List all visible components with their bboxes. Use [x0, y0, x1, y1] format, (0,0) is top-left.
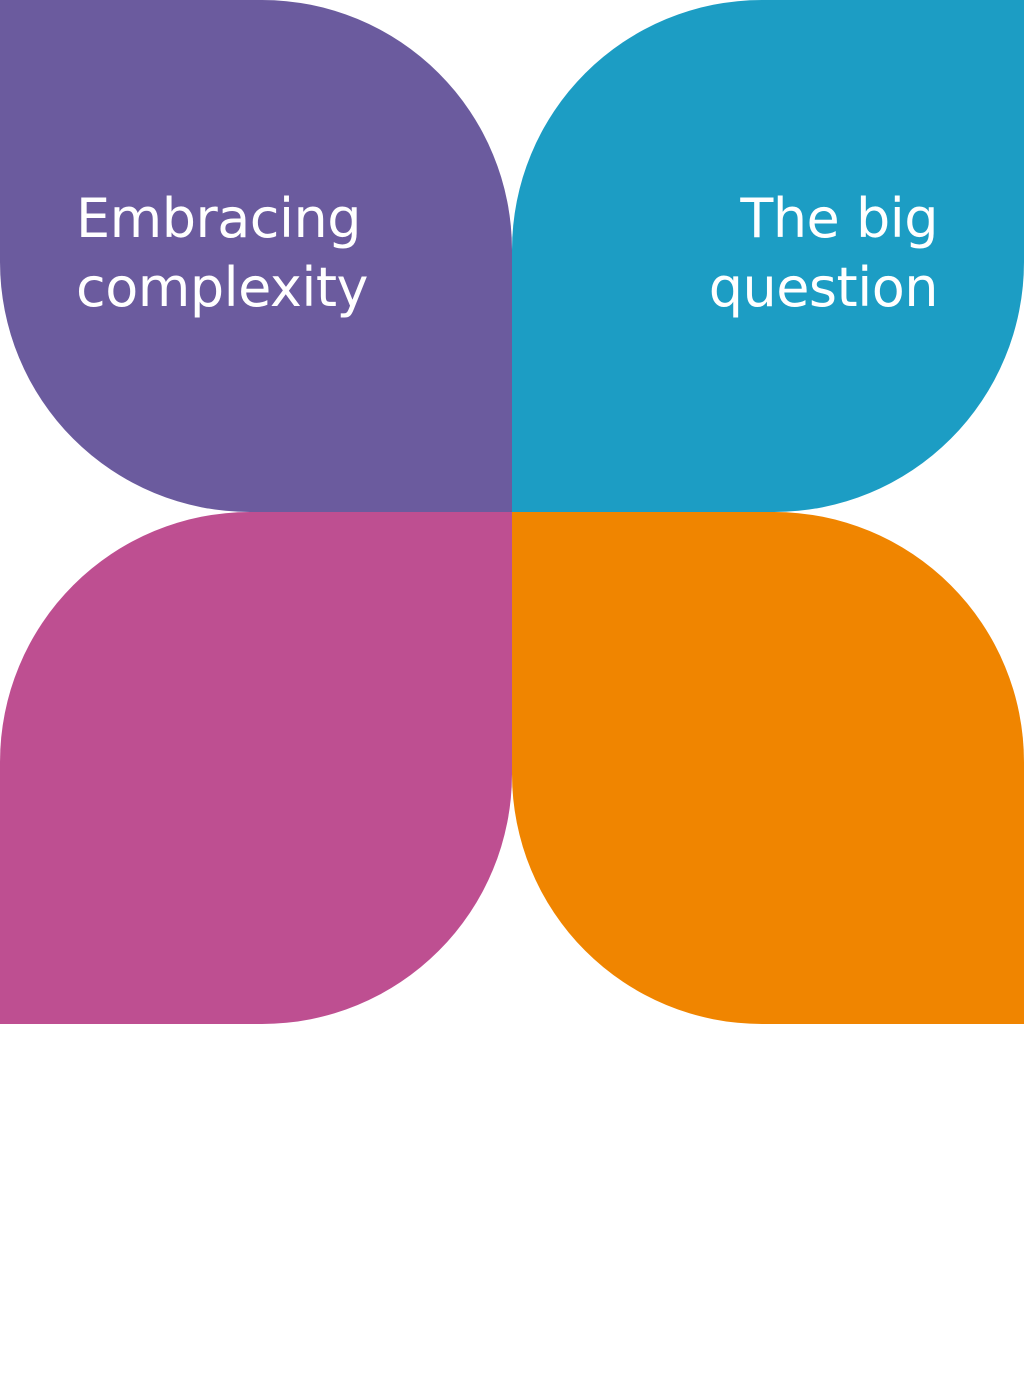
petal-voices-power-and-attitudes: Voices, power and attitudes: [512, 512, 1024, 1388]
petal-label-supporting-the-supporters: Supporting the supporters: [76, 1184, 368, 1391]
label-line: attitudes: [701, 1325, 938, 1388]
label-line: Voices,: [752, 1187, 939, 1250]
label-line: power and: [656, 1256, 939, 1319]
four-petal-diagram: Embracing complexity The big question Su…: [0, 0, 1024, 1024]
label-line: the: [76, 1256, 164, 1319]
label-line: The big: [740, 187, 938, 250]
petal-embracing-complexity: Embracing complexity: [0, 0, 512, 512]
petal-label-voices-power-and-attitudes: Voices, power and attitudes: [656, 1184, 939, 1391]
label-line: supporters: [76, 1325, 362, 1388]
petal-the-big-question: The big question: [512, 0, 1024, 512]
label-line: Supporting: [76, 1187, 368, 1250]
petal-label-the-big-question: The big question: [708, 184, 939, 322]
label-line: question: [708, 256, 939, 319]
label-line: complexity: [76, 256, 368, 319]
label-line: Embracing: [76, 187, 361, 250]
petal-supporting-the-supporters: Supporting the supporters: [0, 512, 512, 1388]
petal-label-embracing-complexity: Embracing complexity: [76, 184, 368, 322]
